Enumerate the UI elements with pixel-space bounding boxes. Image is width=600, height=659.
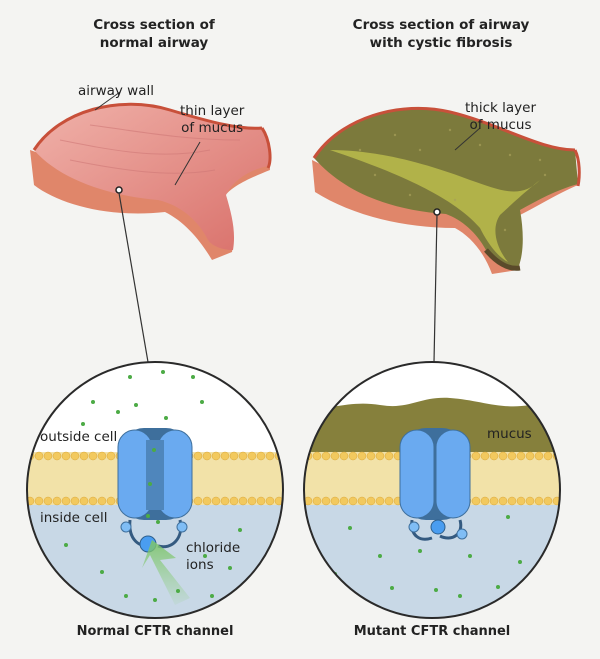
cf-magnify-point xyxy=(433,208,441,216)
normal-caption: Normal CFTR channel xyxy=(76,624,234,639)
thin-mucus-leader xyxy=(174,141,201,186)
normal-airway-illustration xyxy=(30,91,272,363)
normal-magnify-point xyxy=(115,186,123,194)
cf-caption: Mutant CFTR channel xyxy=(353,624,511,639)
chloride-ions-label: chloride ions xyxy=(186,540,240,574)
thin-mucus-line2: of mucus xyxy=(181,120,244,136)
airway-wall-leader xyxy=(94,91,121,111)
normal-airway-rim-end xyxy=(260,127,272,169)
thin-mucus-line1: thin layer xyxy=(180,103,245,119)
cf-magnifier-ring xyxy=(303,361,561,619)
thick-mucus-label: thick layer of mucus xyxy=(465,100,536,134)
normal-cftr-channel xyxy=(117,428,193,553)
airway-wall-label: airway wall xyxy=(78,83,154,99)
mucus-label: mucus xyxy=(487,426,532,442)
cf-airway-illustration xyxy=(312,106,581,363)
cf-panel-title: Cross section of airway with cystic fibr… xyxy=(311,16,571,52)
normal-airway-lumen xyxy=(34,104,269,250)
cf-mucus-layer xyxy=(304,397,560,456)
normal-airway-rim xyxy=(32,102,263,151)
thick-mucus-line1: thick layer xyxy=(465,100,537,116)
cf-magnify-line xyxy=(433,214,438,363)
normal-title-line1: Cross section of xyxy=(93,17,215,33)
chloride-flow-arrow xyxy=(142,540,190,605)
normal-title-line2: normal airway xyxy=(99,35,209,51)
cf-title-line1: Cross section of airway xyxy=(352,17,530,33)
normal-cftr-circle xyxy=(26,361,284,619)
cf-cftr-circle xyxy=(303,361,561,619)
chloride-ions-line2: ions xyxy=(186,557,214,573)
outside-cell-label: outside cell xyxy=(40,429,118,445)
normal-chloride-ions xyxy=(64,370,242,602)
cf-title-line2: with cystic fibrosis xyxy=(369,35,513,51)
chloride-ions-line1: chloride xyxy=(186,540,241,556)
cf-cftr-channel xyxy=(399,428,471,541)
normal-magnifier-ring xyxy=(26,361,284,619)
cf-mucus-highlight xyxy=(330,150,540,262)
thick-mucus-leader xyxy=(454,127,481,151)
normal-panel-title: Cross section of normal airway xyxy=(24,16,284,52)
thin-mucus-label: thin layer of mucus xyxy=(180,103,244,137)
inside-cell-label: inside cell xyxy=(40,510,108,526)
normal-magnify-line xyxy=(118,192,149,363)
thick-mucus-line2: of mucus xyxy=(469,117,532,133)
